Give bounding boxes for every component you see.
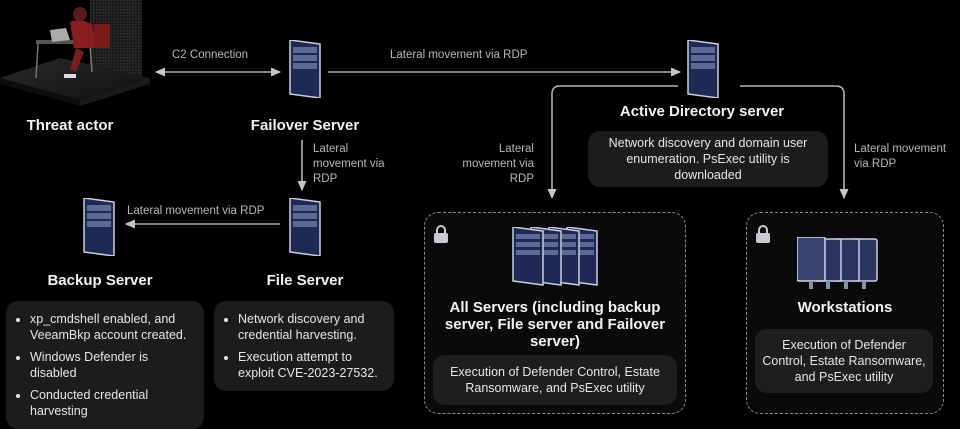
all-servers-note-text: Execution of Defender Control, Estate Ra… [450,365,660,395]
threat-actor-label: Threat actor [26,117,114,134]
c2-connection-label: C2 Connection [172,49,249,61]
backup-server-note: xp_cmdshell enabled, and VeeamBkp accoun… [6,301,204,429]
workstations-note-text: Execution of Defender Control, Estate Ra… [762,338,926,384]
workstations-group: Workstations Execution of Defender Contr… [746,212,944,414]
failover-server-label: Failover Server [250,117,360,134]
file-server-icon [288,197,322,261]
connector-lines [124,67,849,229]
file-to-backup-label: Lateral movement via RDP [127,205,265,217]
ad-to-workstations-arrow [740,85,849,200]
backup-server-label: Backup Server [47,272,153,289]
failover-to-file-label: Lateral movement via RDP [313,143,385,185]
threat-actor-illustration [0,0,155,108]
backup-note-item: Windows Defender is disabled [30,349,198,381]
all-servers-note: Execution of Defender Control, Estate Ra… [433,355,677,405]
ad-to-servers-label: Lateral movement via RDP [462,143,534,185]
active-directory-note: Network discovery and domain user enumer… [588,131,828,187]
active-directory-note-text: Network discovery and domain user enumer… [608,136,808,182]
lock-icon [755,225,771,243]
backup-note-item: xp_cmdshell enabled, and VeeamBkp accoun… [30,311,198,343]
file-server-label: File Server [266,272,344,289]
active-directory-label: Active Directory server [619,103,785,120]
active-directory-server-icon [686,39,720,103]
file-note-item: Network discovery and credential harvest… [238,311,388,343]
ad-to-servers-arrow [547,85,678,200]
backup-note-item: Conducted credential harvesting [30,387,198,419]
backup-server-icon [82,197,116,261]
all-servers-label: All Servers (including backup server, Fi… [444,299,666,350]
failover-server-icon [288,39,322,103]
all-servers-group: All Servers (including backup server, Fi… [424,212,686,414]
workstations-icon [796,236,897,298]
file-server-note: Network discovery and credential harvest… [214,301,394,391]
server-stack-icon [511,226,603,294]
file-note-item: Execution attempt to exploit CVE-2023-27… [238,349,388,381]
failover-to-ad-label: Lateral movement via RDP [390,49,528,61]
lock-icon [433,225,449,243]
workstations-note: Execution of Defender Control, Estate Ra… [755,329,933,393]
ad-to-workstations-label: Lateral movement via RDP [854,143,947,170]
workstations-label: Workstations [797,299,893,316]
